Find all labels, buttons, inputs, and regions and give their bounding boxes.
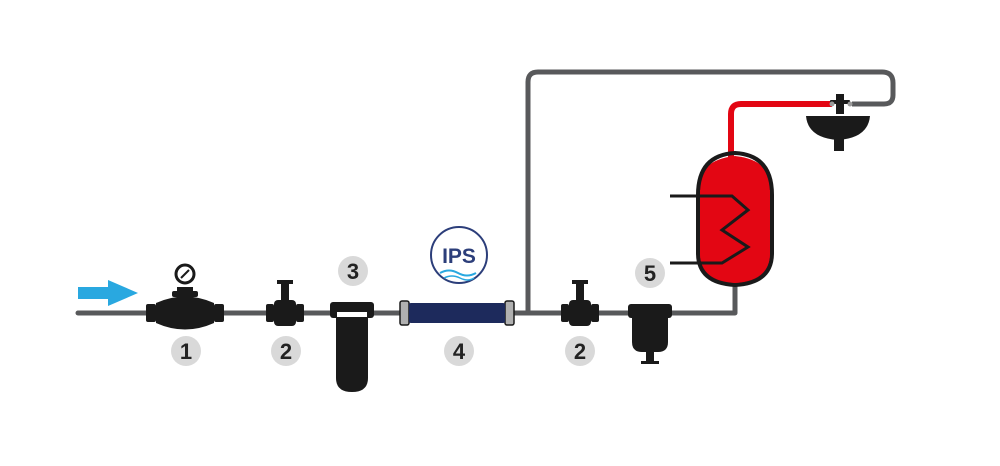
badge-2: 2 [565, 336, 595, 366]
filter-housing-icon [330, 302, 374, 392]
badge-3: 3 [338, 256, 368, 286]
svg-text:4: 4 [453, 339, 466, 364]
water-heater-icon [670, 150, 774, 288]
badge-4: 4 [444, 336, 474, 366]
valve-icon [561, 280, 599, 326]
svg-text:2: 2 [280, 339, 292, 364]
sediment-filter-icon [628, 304, 672, 364]
ips-logo: IPS [430, 226, 488, 284]
svg-text:1: 1 [180, 339, 192, 364]
hot-water-pipe [728, 101, 832, 160]
svg-text:3: 3 [347, 259, 359, 284]
svg-text:5: 5 [644, 261, 656, 286]
valve-icon [266, 280, 304, 326]
ips-unit-icon [399, 300, 515, 326]
svg-text:2: 2 [574, 339, 586, 364]
ips-logo-text: IPS [442, 245, 476, 268]
badge-5: 5 [635, 258, 665, 288]
badge-1: 1 [171, 336, 201, 366]
badge-2: 2 [271, 336, 301, 366]
sink-faucet-icon [806, 94, 870, 151]
arrow-right-icon [78, 280, 138, 306]
water-meter-icon [146, 263, 224, 330]
